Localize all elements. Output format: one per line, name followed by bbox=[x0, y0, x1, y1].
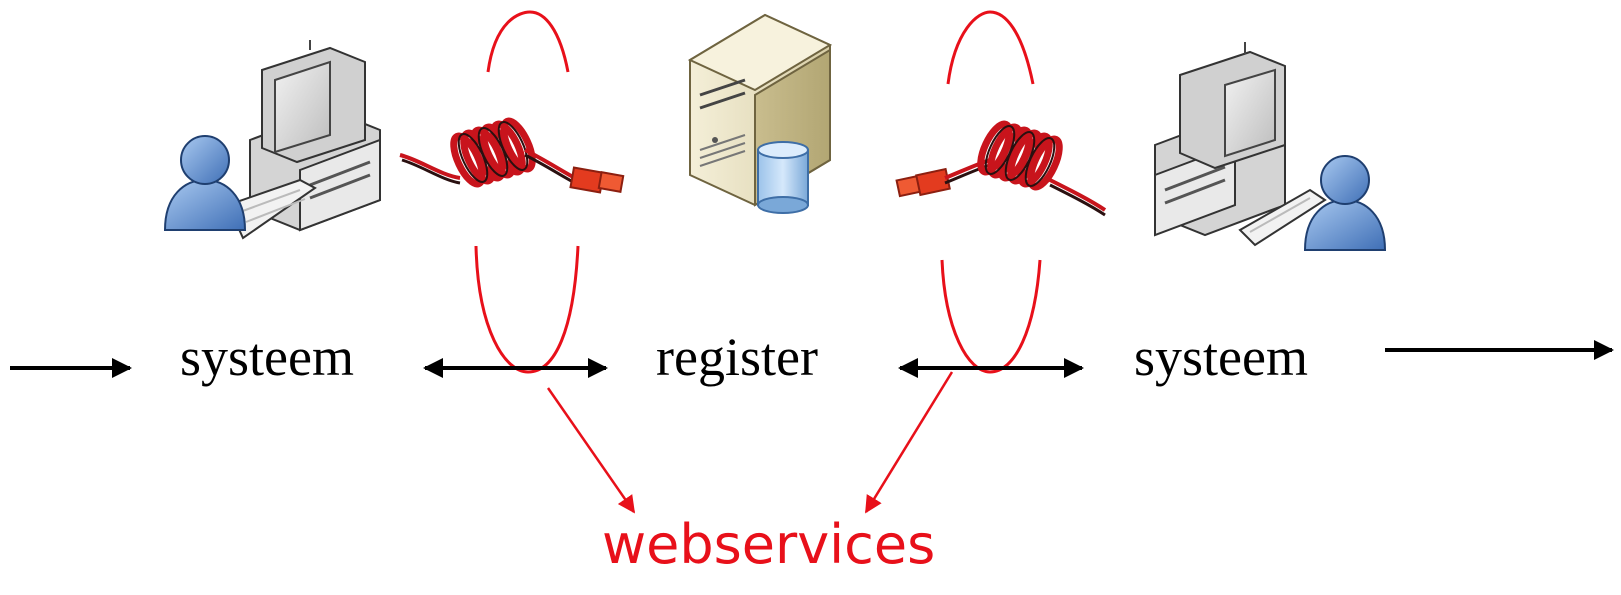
database-icon bbox=[757, 141, 809, 214]
left-interface-ellipse bbox=[474, 10, 580, 374]
webservices-label: webservices bbox=[602, 513, 936, 576]
right-workstation-icon bbox=[1154, 42, 1387, 251]
right-cable-icon bbox=[895, 120, 1107, 217]
left-system-label: systeem bbox=[180, 327, 354, 387]
left-workstation-icon bbox=[163, 40, 381, 240]
callout-arrow-left bbox=[546, 387, 636, 514]
server-icon bbox=[687, 13, 833, 214]
callout-arrow-right bbox=[864, 371, 954, 514]
right-system-label: systeem bbox=[1134, 327, 1308, 387]
right-interface-ellipse bbox=[940, 10, 1042, 374]
register-label: register bbox=[656, 327, 818, 387]
left-cable-icon bbox=[399, 117, 625, 194]
